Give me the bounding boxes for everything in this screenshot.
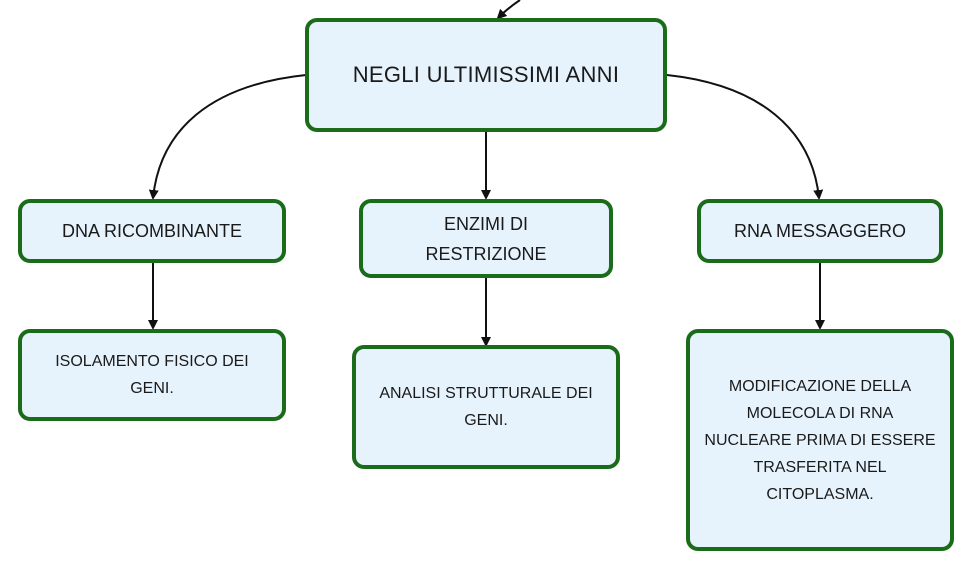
connector-root-to-rna	[666, 74, 824, 200]
leaf-node-modificazione[interactable]: MODIFICAZIONE DELLA MOLECOLA DI RNA NUCL…	[686, 329, 954, 551]
branch-node-label: ENZIMI DI RESTRIZIONE	[425, 213, 547, 264]
leaf-node-label: ANALISI STRUTTURALE DEI GENI.	[379, 385, 593, 429]
branch-node-label: RNA MESSAGGERO	[733, 221, 907, 241]
leaf-node-label: ISOLAMENTO FISICO DEI GENI.	[55, 353, 249, 397]
branch-node-enzimi-di-restrizione[interactable]: ENZIMI DI RESTRIZIONE	[359, 199, 613, 278]
branch-node-dna-ricombinante[interactable]: DNA RICOMBINANTE	[18, 199, 286, 263]
incoming-connector	[496, 0, 521, 20]
branch-node-rna-messaggero[interactable]: RNA MESSAGGERO	[697, 199, 943, 263]
connector-root-to-dna	[148, 74, 307, 200]
root-node[interactable]: NEGLI ULTIMISSIMI ANNI	[305, 18, 667, 132]
leaf-node-isolamento[interactable]: ISOLAMENTO FISICO DEI GENI.	[18, 329, 286, 421]
leaf-node-analisi[interactable]: ANALISI STRUTTURALE DEI GENI.	[352, 345, 620, 469]
branch-node-label: DNA RICOMBINANTE	[61, 221, 243, 241]
root-node-label: NEGLI ULTIMISSIMI ANNI	[352, 62, 620, 87]
leaf-node-label: MODIFICAZIONE DELLA MOLECOLA DI RNA NUCL…	[704, 377, 936, 503]
